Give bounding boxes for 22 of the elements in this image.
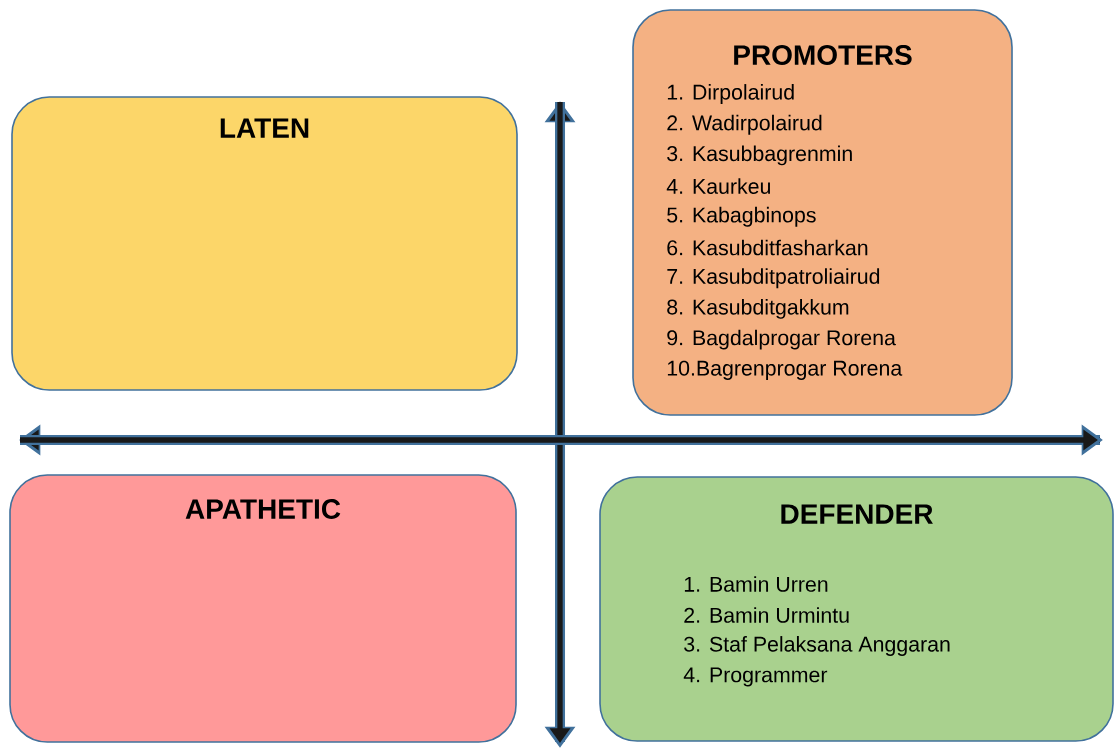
quadrant-heading: DEFENDER xyxy=(781,504,933,524)
list-item: 2. Bamin Urmintu xyxy=(684,607,849,623)
quadrant-box xyxy=(11,96,518,391)
list-item: 4. Programmer xyxy=(683,667,828,687)
quadrant-heading: APATHETIC xyxy=(185,499,341,519)
list-item: 3. Staf Pelaksana Anggaran xyxy=(684,636,950,656)
list-item: 8. Kasubditgakkum xyxy=(667,298,849,319)
quadrant-heading: PROMOTERS xyxy=(734,45,912,65)
list-item: 5. Kabagbinops xyxy=(667,206,816,227)
list-item: 10.Bagrenprogar Rorena xyxy=(667,360,903,380)
quadrant-box xyxy=(632,9,1013,416)
list-item: 1. Dirpolairud xyxy=(667,84,794,104)
quadrant-heading: LATEN xyxy=(220,118,309,138)
list-item: 2. Wadirpolairud xyxy=(667,114,822,135)
quadrant-box xyxy=(599,476,1114,742)
list-item: 6. Kasubditfasharkan xyxy=(667,239,868,256)
list-item: 3. Kasubbagrenmin xyxy=(667,145,852,166)
list-item: 7. Kasubditpatroliairud xyxy=(667,268,880,289)
list-item: 4. Kaurkeu xyxy=(666,178,770,194)
list-item: 1. Bamin Urren xyxy=(684,576,828,592)
list-item: 9. Bagdalprogar Rorena xyxy=(667,329,896,350)
quadrant-box xyxy=(9,474,517,743)
